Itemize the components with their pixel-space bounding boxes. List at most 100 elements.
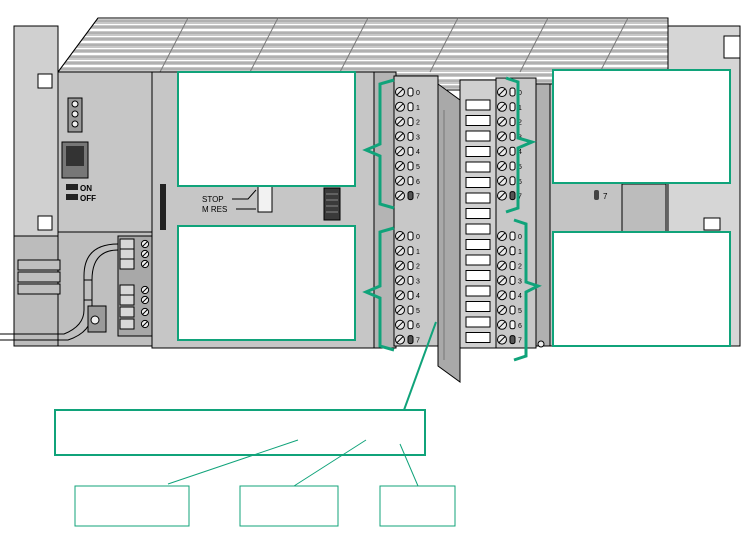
screw-slot: [396, 88, 404, 96]
channel-number: 0: [518, 234, 522, 241]
callout-box-small-2: [239, 485, 339, 527]
extra-channel-label: 7: [603, 192, 608, 201]
output-terminal-group-lower: 0 1 2 3 4 5 6 7: [497, 231, 522, 345]
memory-card-slot[interactable]: [323, 187, 341, 221]
terminal-row: 5: [497, 305, 522, 315]
screw-slot: [142, 241, 148, 247]
terminal-slot: [119, 238, 135, 250]
terminal-row: 7: [497, 334, 522, 345]
channel-number: 0: [518, 90, 522, 97]
mode-selector-switch[interactable]: [257, 185, 273, 213]
screw-slot: [498, 103, 506, 111]
callout-boxes: [54, 69, 731, 527]
channel-number: 2: [518, 120, 522, 127]
front-door[interactable]: [437, 83, 461, 383]
channel-led: [509, 290, 516, 300]
channel-number: 4: [416, 149, 420, 156]
label-slot: [465, 161, 491, 173]
channel-led: [509, 102, 516, 112]
channel-number: 7: [518, 194, 522, 201]
terminal-row: 4: [395, 146, 420, 157]
channel-led: [407, 131, 414, 141]
channel-led: [509, 305, 516, 315]
channel-led: [509, 117, 516, 127]
screw-slot: [142, 287, 148, 293]
channel-led: [509, 161, 516, 171]
channel-number: 7: [416, 338, 420, 345]
screw-slot: [498, 306, 506, 314]
screw-slot: [498, 247, 506, 255]
terminal-row: 6: [395, 319, 420, 330]
terminal-slot: [119, 284, 135, 296]
terminal-row: 5: [395, 305, 420, 315]
screw-slot: [142, 321, 148, 327]
channel-number: 6: [416, 323, 420, 330]
channel-led: [509, 261, 516, 271]
terminal-row: 1: [497, 245, 522, 256]
switch-on-label: ON: [80, 184, 92, 193]
callout-box-top-left: [177, 71, 356, 187]
label-slot: [465, 254, 491, 266]
channel-number: 4: [416, 293, 420, 300]
channel-number: 0: [416, 90, 420, 97]
screw-slot: [396, 247, 404, 255]
label-slot: [465, 208, 491, 219]
terminal-slot: [119, 294, 135, 306]
terminal-row: 6: [395, 175, 420, 186]
label-slot: [465, 146, 491, 157]
screw-slot: [396, 262, 404, 269]
channel-number: 5: [518, 308, 522, 315]
terminal-row: 7: [395, 334, 420, 345]
screw-slot: [396, 118, 404, 125]
channel-number: 1: [518, 105, 522, 112]
channel-led: [407, 87, 414, 97]
terminal-row: 4: [395, 290, 420, 301]
terminal-row: 7: [497, 190, 522, 201]
label-slot: [465, 285, 491, 297]
channel-number: 2: [518, 264, 522, 271]
callout-bar: [54, 409, 426, 456]
power-switch[interactable]: [61, 141, 89, 179]
screw-slot: [396, 133, 404, 140]
channel-led: [407, 261, 414, 271]
label-slot: [465, 177, 491, 188]
callout-box-top-right: [552, 69, 731, 184]
channel-number: 4: [518, 293, 522, 300]
channel-led: [407, 176, 414, 186]
screw-slot: [498, 133, 506, 140]
screw-slot: [498, 336, 506, 343]
channel-number: 4: [518, 149, 522, 156]
channel-number: 3: [416, 134, 420, 141]
terminal-row: 4: [497, 146, 522, 157]
channel-number: 6: [518, 323, 522, 330]
channel-number: 0: [416, 234, 420, 241]
screw-slot: [142, 251, 148, 257]
channel-number: 6: [416, 179, 420, 186]
terminal-row: 6: [497, 319, 522, 330]
channel-led: [407, 320, 414, 330]
screw-slot: [396, 192, 404, 199]
channel-number: 5: [416, 164, 420, 171]
terminal-row: 0: [395, 231, 420, 241]
channel-number: 6: [518, 179, 522, 186]
terminal-slot: [119, 318, 135, 330]
terminal-row: 5: [395, 161, 420, 171]
channel-led: [407, 117, 414, 127]
screw-slot: [498, 88, 506, 96]
terminal-slot: [119, 258, 135, 270]
label-slot: [465, 301, 491, 312]
terminal-slot: [119, 248, 135, 260]
channel-led: [407, 335, 414, 345]
terminal-row: 1: [395, 101, 420, 112]
channel-number: 3: [518, 278, 522, 285]
channel-number: 7: [518, 338, 522, 345]
terminal-row: 3: [395, 131, 420, 142]
screw-slot: [498, 321, 506, 329]
screw-slot: [396, 177, 404, 185]
screw-slot: [396, 291, 404, 299]
